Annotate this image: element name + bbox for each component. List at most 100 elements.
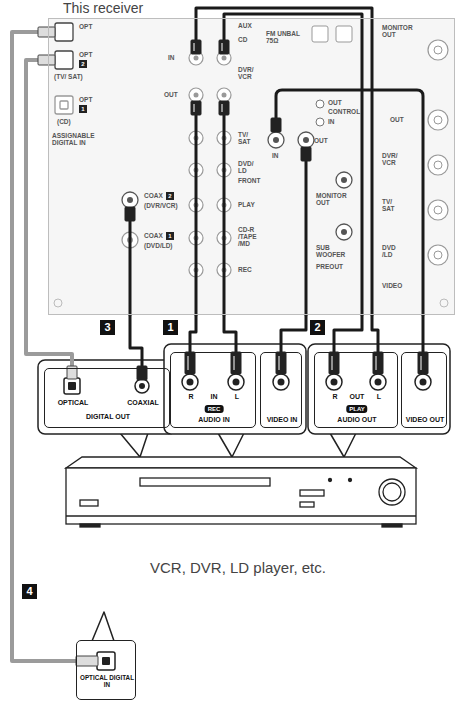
panel-label: AUX: [238, 22, 252, 29]
rca-cable: [305, 161, 308, 315]
jack-label: OPTICAL DIGITAL IN: [79, 675, 135, 689]
receiver-panel: [54, 299, 62, 307]
jack-label: OPTICAL: [58, 399, 89, 407]
panel-label: OUT: [164, 91, 178, 98]
plug-highlight: [234, 356, 235, 370]
optical-jack: [60, 101, 68, 109]
jack-label: R: [188, 393, 193, 401]
optical-plug: [38, 27, 98, 666]
callout-bubble: [330, 433, 356, 457]
antenna-terminal: [312, 26, 352, 42]
video-jack: [336, 172, 352, 188]
jack-panel: VIDEO IN: [260, 352, 302, 428]
callout-number: 2: [310, 320, 325, 335]
rca-cable: [372, 315, 378, 352]
rca-cable: [190, 315, 196, 352]
jack-label: VIDEO IN: [267, 416, 298, 424]
plug-highlight: [376, 356, 377, 370]
jack-label: L: [235, 393, 239, 401]
vcr-device: [382, 524, 402, 527]
vcr-device: [329, 479, 332, 482]
jack-label: IN: [211, 393, 218, 401]
device-jack: [64, 378, 80, 394]
plug-highlight: [222, 104, 223, 112]
vcr-device: [66, 457, 416, 468]
device-jack: [102, 657, 110, 665]
s-video-jack: [428, 110, 448, 130]
video-jack: [268, 100, 352, 240]
jack-panel: VIDEO OUT: [401, 352, 447, 428]
jack-label: L: [377, 393, 381, 401]
panel-label: TV/ SAT: [238, 131, 262, 145]
callout-bubble: [164, 344, 306, 434]
callout-number: 4: [22, 584, 37, 599]
rca-plug: [185, 352, 195, 374]
optical-jack: [55, 96, 73, 114]
rca-cable: [281, 315, 306, 352]
rca-plug: [191, 101, 201, 115]
panel-label: OUT: [390, 116, 404, 123]
panel-label: TV/ SAT: [382, 198, 406, 212]
rca-cable: [130, 8, 423, 315]
panel-label: OPT: [79, 96, 92, 103]
rca-plug: [125, 207, 135, 221]
rca-plug: [276, 352, 286, 374]
number-badge: 1: [166, 232, 174, 240]
audio-jack: [217, 88, 231, 102]
video-jack: [336, 224, 352, 240]
s-video-jack: [428, 200, 448, 220]
rca-plug: [271, 118, 281, 132]
panel-label: DVD /LD: [382, 244, 406, 258]
rca-cable: [224, 315, 236, 352]
antenna-terminal: [336, 26, 352, 42]
jack-panel: RINLRECAUDIO IN: [170, 352, 256, 428]
s-video-jack: [428, 155, 448, 175]
receiver-panel: [48, 18, 455, 315]
rca-cable: [276, 90, 423, 315]
vcr-device: [66, 468, 416, 524]
panel-label: DVR/ VCR: [382, 152, 406, 166]
device-jack: [326, 374, 342, 390]
device-jack: [415, 374, 431, 390]
device-jack: [97, 652, 115, 670]
rca-cable: [422, 315, 425, 352]
optical-plug: [38, 55, 55, 65]
rca-plug: [191, 40, 201, 54]
device-jack: [64, 374, 431, 670]
rca-cable: [195, 115, 198, 315]
video-jack: [316, 118, 324, 126]
rca-plug: [329, 352, 339, 374]
jack-label: DIGITAL OUT: [86, 413, 130, 421]
device-jack: [139, 383, 145, 389]
jack-label: OUT: [350, 393, 365, 401]
panel-label: OUT: [314, 137, 328, 144]
number-badge: 2: [166, 192, 174, 200]
panel-label: OPT: [79, 23, 92, 30]
jack-panel: ROUTLPLAYAUDIO OUT: [314, 352, 398, 428]
rca-plug: [231, 352, 241, 374]
optical-jack: [55, 23, 73, 41]
mode-badge: PLAY: [346, 405, 367, 413]
vcr-device: [80, 500, 98, 506]
panel-label: (DVR/VCR): [144, 202, 178, 209]
rca-plug: [418, 352, 428, 374]
jack-panel: OPTICAL DIGITAL IN: [76, 640, 136, 700]
optical-jack: [55, 51, 73, 69]
receiver-panel: [440, 299, 448, 307]
panel-label: FM UNBAL 75Ω: [266, 30, 306, 44]
vcr-device: [379, 479, 405, 505]
panel-label: COAX: [144, 192, 163, 199]
plug-highlight: [222, 43, 223, 51]
device-jack: [182, 374, 198, 390]
number-badge: 2: [79, 60, 87, 68]
panel-label: IN: [328, 118, 335, 125]
panel-label: OPT: [79, 51, 92, 58]
device-caption: VCR, DVR, LD player, etc.: [150, 560, 326, 577]
s-video-jack: [428, 245, 448, 265]
vcr-device: [300, 490, 324, 496]
s-video-jack: [428, 40, 448, 265]
panel-label: DVR/ VCR: [238, 66, 262, 80]
panel-label: VIDEO: [382, 282, 402, 289]
